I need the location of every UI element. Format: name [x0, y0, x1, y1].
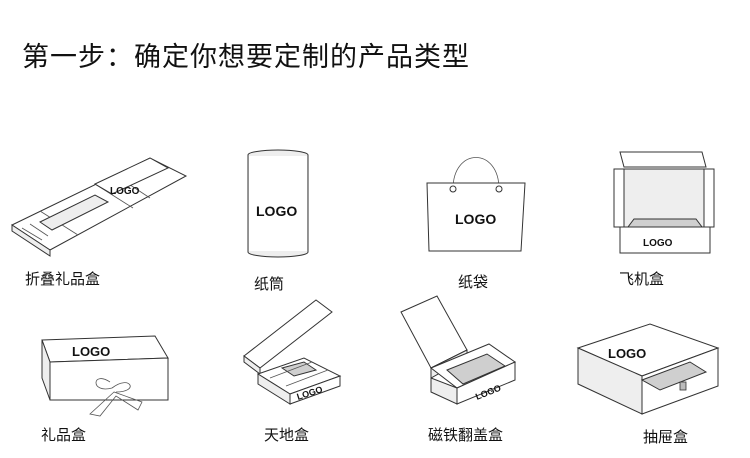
logo-mark: LOGO: [455, 211, 496, 227]
logo-mark: LOGO: [256, 203, 297, 219]
logo-mark: LOGO: [110, 186, 140, 197]
product-label: 飞机盒: [619, 270, 665, 288]
product-ribbon-gift-box[interactable]: LOGO 礼品盒: [30, 300, 190, 450]
product-label: 纸袋: [458, 273, 489, 291]
product-paper-bag[interactable]: LOGO 纸袋: [410, 145, 530, 295]
product-lid-base-box[interactable]: LOGO 天地盒: [230, 296, 360, 450]
product-label: 天地盒: [264, 426, 310, 444]
product-mailer-box[interactable]: LOGO 飞机盒: [605, 145, 725, 295]
product-label: 抽屉盒: [643, 428, 689, 446]
logo-mark: LOGO: [608, 346, 646, 361]
logo-mark: LOGO: [72, 344, 110, 359]
product-drawer-box[interactable]: LOGO 抽屉盒: [570, 300, 730, 450]
product-label: 磁铁翻盖盒: [428, 426, 504, 444]
logo-mark: LOGO: [643, 238, 673, 249]
paper-tube-icon: LOGO: [247, 149, 309, 258]
page-title: 第一步：确定你想要定制的产品类型: [22, 42, 470, 73]
ribbon-gift-box-icon: LOGO: [41, 335, 169, 417]
product-label: 纸筒: [254, 275, 285, 293]
magnetic-flip-box-icon: LOGO: [400, 295, 517, 405]
product-magnetic-flip-box[interactable]: LOGO 磁铁翻盖盒: [395, 295, 535, 450]
folding-box-icon: LOGO: [10, 157, 188, 257]
product-label: 礼品盒: [41, 426, 87, 444]
paper-bag-icon: LOGO: [426, 157, 526, 252]
product-label: 折叠礼品盒: [25, 270, 101, 288]
lid-and-base-box-icon: LOGO: [243, 299, 342, 405]
mailer-box-icon: LOGO: [613, 151, 715, 254]
drawer-box-icon: LOGO: [576, 323, 720, 415]
product-folding-box[interactable]: LOGO 折叠礼品盒: [0, 140, 190, 290]
product-paper-tube[interactable]: LOGO 纸筒: [230, 140, 330, 293]
